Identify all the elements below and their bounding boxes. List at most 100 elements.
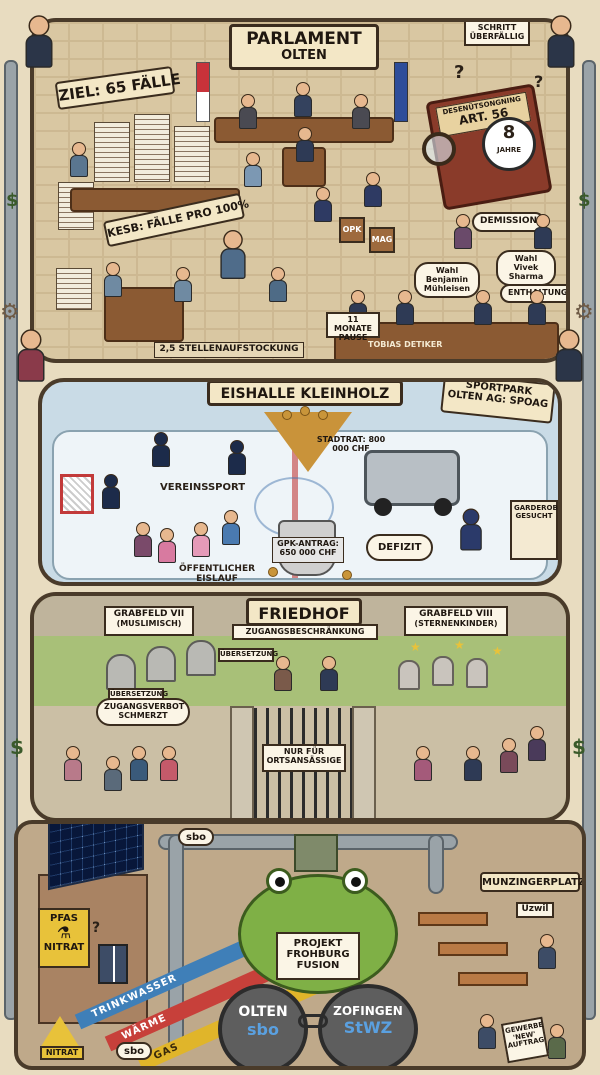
flask-icon: ⚗ (56, 923, 72, 942)
rink-title: EISHALLE KLEINHOLZ (207, 382, 403, 406)
star-icon: ★ (410, 640, 421, 654)
resigning-member (454, 214, 472, 249)
castle-icon (294, 834, 338, 872)
skater-child (158, 528, 176, 563)
child-visitor (104, 756, 122, 791)
council-member (528, 290, 546, 325)
official (320, 656, 338, 691)
ice-resurfacer (364, 450, 460, 506)
olten-gear: OLTEN sbo (218, 984, 308, 1066)
council-member (396, 290, 414, 325)
visitor (160, 746, 178, 781)
council-member (534, 214, 552, 249)
overdue-note: SCHRITT ÜBERFÄLLIG (464, 22, 530, 46)
hockey-goal (60, 474, 94, 514)
worker (548, 1024, 566, 1059)
elderly-visitor (64, 746, 82, 781)
star-child-grave (466, 658, 488, 688)
square-sign: MUNZINGERPLATZ (480, 872, 582, 892)
grave-field-8-name: GRABFELD VIII (419, 609, 493, 619)
council-member (239, 94, 257, 129)
resurfacer-wheel (434, 498, 452, 516)
trade-order-sign: GEWERBE 'NEW' AUFTRAG (500, 1016, 550, 1064)
money-funnel (264, 412, 352, 472)
sbo-badge-bottom: sbo (116, 1042, 152, 1060)
stadtrat-label: STADTRAT: 800 000 CHF (316, 435, 386, 453)
bench (458, 972, 528, 986)
file-stack (174, 126, 210, 182)
council-member-running (364, 172, 382, 207)
file-stack (56, 268, 92, 310)
question-mark-icon: ? (454, 62, 465, 83)
corner-portrait (25, 15, 53, 68)
clerk (104, 262, 122, 297)
visitor (464, 746, 482, 781)
parliament-panel: PARLAMENT OLTEN SCHRITT ÜBERFÄLLIG ZIEL:… (30, 18, 570, 363)
coin-icon (268, 567, 278, 577)
clock-icon: 8 JAHRE (482, 117, 536, 171)
worker (478, 1014, 496, 1049)
deficit-bubble: DEFIZIT (366, 534, 434, 561)
warning-triangle-icon (40, 1016, 80, 1048)
stretched-employee (220, 230, 246, 279)
club-sport-label: VEREINSSPORT (160, 482, 246, 493)
grave-field-7-name: GRABFELD VII (113, 609, 185, 619)
frog-eye (266, 868, 292, 894)
clock-unit: JAHRE (496, 146, 522, 154)
pfas-sign: PFAS ⚗ NITRAT (38, 908, 90, 968)
corner-portrait (17, 329, 45, 382)
vote-benjamin-bubble: Wahl Benjamin Mühleisen (414, 262, 480, 299)
clock-value: 8 (502, 122, 516, 143)
chair-mag: MAG (369, 227, 395, 253)
project-line1: PROJEKT (293, 938, 343, 949)
flag-olten (196, 62, 210, 122)
grave-field-7-sub: (MUSLIMISCH) (116, 618, 182, 628)
parliament-title: PARLAMENT OLTEN (229, 24, 379, 70)
sportpark-sign: SPORTPARK OLTEN AG: SPOAG (440, 382, 556, 424)
hockey-player (228, 440, 246, 475)
council-member (352, 94, 370, 129)
zofingen-utility: StWZ (343, 1018, 393, 1037)
council-member (474, 290, 492, 325)
house-window (98, 944, 128, 984)
gate-pillar (352, 706, 376, 818)
corner-portrait (547, 15, 575, 68)
ice-rink-panel: EISHALLE KLEINHOLZ SPORTPARK OLTEN AG: S… (38, 378, 562, 586)
skater (134, 522, 152, 557)
cemetery-panel: FRIEDHOF GRABFELD VII (MUSLIMISCH) GRABF… (30, 592, 570, 822)
name-tobias: TOBIAS DETIKER (368, 340, 443, 349)
bench (418, 912, 488, 926)
clerk (244, 152, 262, 187)
project-line3: FUSION (296, 960, 340, 971)
coin-icon (342, 570, 352, 580)
pause-calendar: 11 MONATE PAUSE (326, 312, 380, 341)
magnifier-icon (422, 132, 456, 166)
zofingen-name: ZOFINGEN (333, 1004, 403, 1018)
hockey-player (102, 474, 120, 509)
nitrate-label: NITRAT (43, 941, 85, 953)
gear-icon: ⚙ (574, 300, 594, 325)
worker (538, 934, 556, 969)
grave-stone (186, 640, 216, 676)
project-sign: PROJEKT FROHBURG FUSION (276, 932, 360, 980)
project-line2: FROHBURG (286, 949, 350, 960)
council-president (294, 82, 312, 117)
frog-eye (342, 868, 368, 894)
wardrobe-sign: GARDEROBE GESUCHT (510, 500, 558, 560)
clerk (70, 142, 88, 177)
visitor (528, 726, 546, 761)
star-child-grave (398, 660, 420, 690)
hockey-player (152, 432, 170, 467)
grave-stone (146, 646, 176, 682)
money-bag-icon: $ (572, 735, 586, 759)
flag-eu (394, 62, 408, 122)
resurfacer-wheel (374, 498, 392, 516)
visitor (274, 656, 292, 691)
coin-icon (300, 406, 310, 416)
star-icon: ★ (492, 644, 503, 658)
corner-portrait (555, 329, 583, 382)
file-stack (94, 122, 130, 182)
bench (438, 942, 508, 956)
parliament-title-line2: OLTEN (281, 47, 327, 63)
grave-field-8-sign: GRABFELD VIII (STERNENKINDER) (404, 606, 508, 636)
